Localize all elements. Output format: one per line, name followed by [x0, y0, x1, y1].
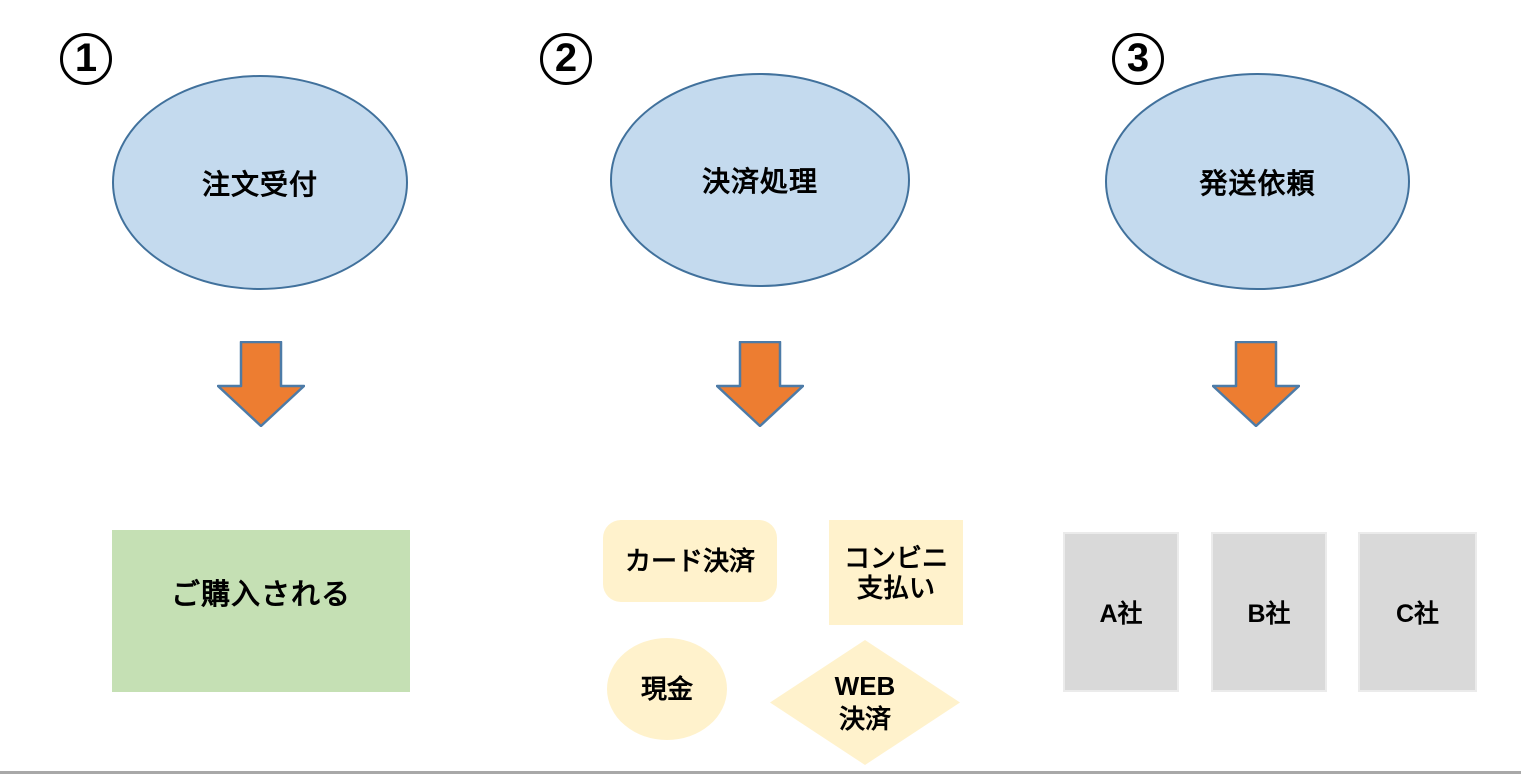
- option-card-payment: カード決済: [603, 520, 777, 602]
- diamond-icon: [770, 640, 960, 765]
- option-web-payment-label: WEB 決済: [770, 640, 960, 765]
- vendor-box-c-label: C社: [1395, 600, 1440, 628]
- process-ellipse-shipping-request-label: 発送依頼: [1199, 167, 1316, 199]
- vendor-box-a-label: A社: [1099, 600, 1143, 628]
- purchase-box-label: ご購入される: [170, 579, 351, 611]
- option-web-payment-line2: 決済: [838, 703, 891, 734]
- option-konbini-payment-line2: 支払い: [856, 572, 935, 603]
- option-konbini-payment: コンビニ 支払い: [829, 520, 963, 625]
- option-konbini-payment-line1: コンビニ: [843, 542, 948, 573]
- step-number-3-label: 3: [1126, 36, 1150, 80]
- down-arrow-shape: [716, 341, 804, 427]
- step-number-1-label: 1: [74, 36, 98, 80]
- option-card-payment-label: カード決済: [624, 546, 755, 576]
- vendor-box-c: C社: [1358, 532, 1477, 692]
- process-ellipse-payment-processing-label: 決済処理: [701, 166, 818, 197]
- process-ellipse-payment-processing: 決済処理: [610, 73, 910, 287]
- vendor-box-b-label: B社: [1247, 600, 1291, 628]
- down-arrow-icon: [217, 341, 305, 427]
- purchase-box: ご購入される: [112, 530, 410, 692]
- down-arrow-icon: [1212, 341, 1300, 427]
- option-cash: 現金: [607, 638, 727, 740]
- vendor-box-b: B社: [1211, 532, 1327, 692]
- diamond-shape: [770, 640, 960, 765]
- step-number-3: 3: [1112, 33, 1164, 85]
- down-arrow-shape: [217, 341, 305, 427]
- step-number-2-label: 2: [554, 36, 578, 80]
- step-number-2: 2: [540, 33, 592, 85]
- vendor-box-a: A社: [1063, 532, 1179, 692]
- option-web-payment-line1: WEB: [834, 670, 896, 701]
- step-number-1: 1: [60, 33, 112, 85]
- slide-bottom-edge: [0, 771, 1521, 774]
- down-arrow-icon: [716, 341, 804, 427]
- option-cash-label: 現金: [640, 674, 693, 704]
- process-ellipse-shipping-request: 発送依頼: [1105, 73, 1410, 290]
- process-ellipse-order-reception-label: 注文受付: [201, 168, 318, 200]
- down-arrow-shape: [1212, 341, 1300, 427]
- option-web-payment: WEB 決済: [770, 640, 960, 765]
- process-ellipse-order-reception: 注文受付: [112, 75, 408, 290]
